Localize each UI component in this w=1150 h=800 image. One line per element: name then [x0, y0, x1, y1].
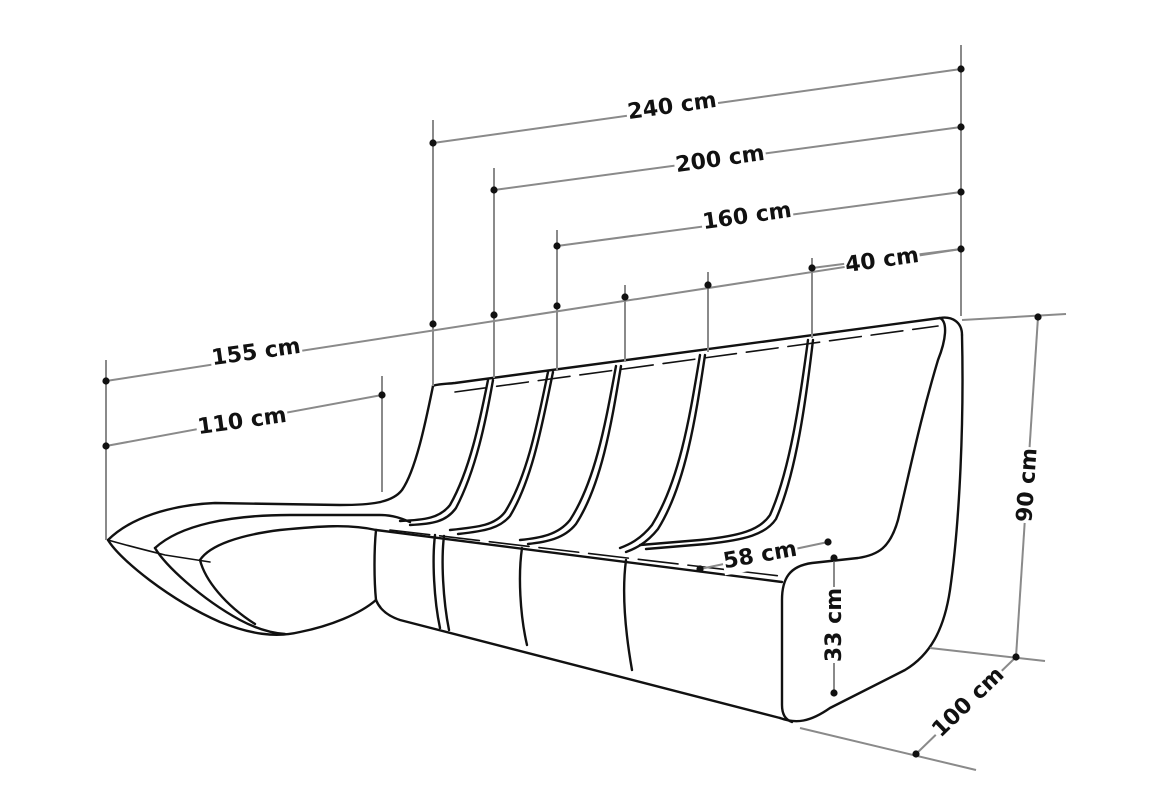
- dim-dot: [621, 293, 629, 301]
- dim-dot: [553, 242, 561, 250]
- label-back-height: 90 cm: [1012, 447, 1042, 523]
- dim-dot: [830, 554, 838, 562]
- seam-1b: [441, 534, 451, 632]
- chaise-layer-2-bottom: [153, 546, 287, 636]
- dim-dot: [912, 750, 920, 758]
- dim-dot: [957, 245, 965, 253]
- back-curve-5b: [644, 338, 815, 551]
- back-top-seam: [454, 325, 939, 393]
- dim-dot: [808, 264, 816, 272]
- chaise-layer-2: [153, 513, 412, 550]
- sofa-back-top-edge: [431, 316, 964, 388]
- label-depth: 100 cm: [927, 662, 1009, 742]
- dim-dot: [957, 188, 965, 196]
- dim-dot: [1012, 653, 1020, 661]
- label-bg: [923, 658, 1011, 745]
- dimension-labels: 240 cm 200 cm 160 cm 40 cm 155 cm 110 cm…: [194, 83, 1044, 745]
- label-bg: [208, 329, 304, 373]
- chaise-bottom: [106, 538, 378, 636]
- dim-dot: [378, 391, 386, 399]
- back-curve-2b: [456, 370, 555, 536]
- dim-dot: [696, 565, 704, 573]
- label-seat-height: 33 cm: [822, 588, 847, 662]
- dim-dot: [553, 302, 561, 310]
- chaise-layer-3-bottom: [198, 558, 257, 626]
- dim-dot: [704, 281, 712, 289]
- label-bg: [818, 587, 848, 663]
- dim-dot: [490, 186, 498, 194]
- back-curve-3: [518, 364, 618, 542]
- back-curve-2: [448, 370, 550, 532]
- label-bg: [624, 83, 720, 127]
- dim-dot: [429, 320, 437, 328]
- back-curve-1b: [408, 378, 495, 527]
- dim-dot: [102, 377, 110, 385]
- dim-dot: [824, 538, 832, 546]
- back-curve-1: [398, 378, 490, 523]
- label-bg: [1008, 445, 1044, 524]
- seam-3: [623, 558, 634, 672]
- label-bg: [194, 398, 290, 442]
- ext-100-bottom: [799, 727, 977, 771]
- sofa-right-inner-face: [780, 316, 947, 724]
- back-curve-3b: [526, 364, 623, 546]
- dim-dot: [957, 123, 965, 131]
- seam-2: [518, 546, 529, 647]
- back-curve-4b: [624, 353, 707, 554]
- back-curve-4: [618, 353, 702, 550]
- ext-90-top: [961, 313, 1067, 321]
- label-bg: [842, 238, 922, 280]
- sofa-left-seat-face: [373, 528, 378, 602]
- seam-1: [432, 533, 442, 630]
- dim-dot: [1034, 313, 1042, 321]
- label-bg: [672, 136, 768, 180]
- dim-dot: [102, 442, 110, 450]
- ext-90-bottom: [929, 647, 1046, 662]
- back-curve-5: [638, 338, 810, 547]
- chaise-layer-3: [198, 525, 378, 562]
- dim-dot: [830, 689, 838, 697]
- chaise-back-curve: [106, 384, 435, 542]
- dim-dot: [490, 311, 498, 319]
- chaise-front-lip: [107, 539, 211, 563]
- sofa-right-end: [778, 333, 964, 723]
- label-bg: [719, 532, 800, 576]
- dim-dot: [429, 139, 437, 147]
- dim-dot: [957, 65, 965, 73]
- label-bg: [699, 193, 795, 237]
- sofa-front-bottom-edge: [374, 598, 782, 720]
- sofa-drawing: [106, 316, 964, 724]
- seat-seam: [389, 529, 781, 577]
